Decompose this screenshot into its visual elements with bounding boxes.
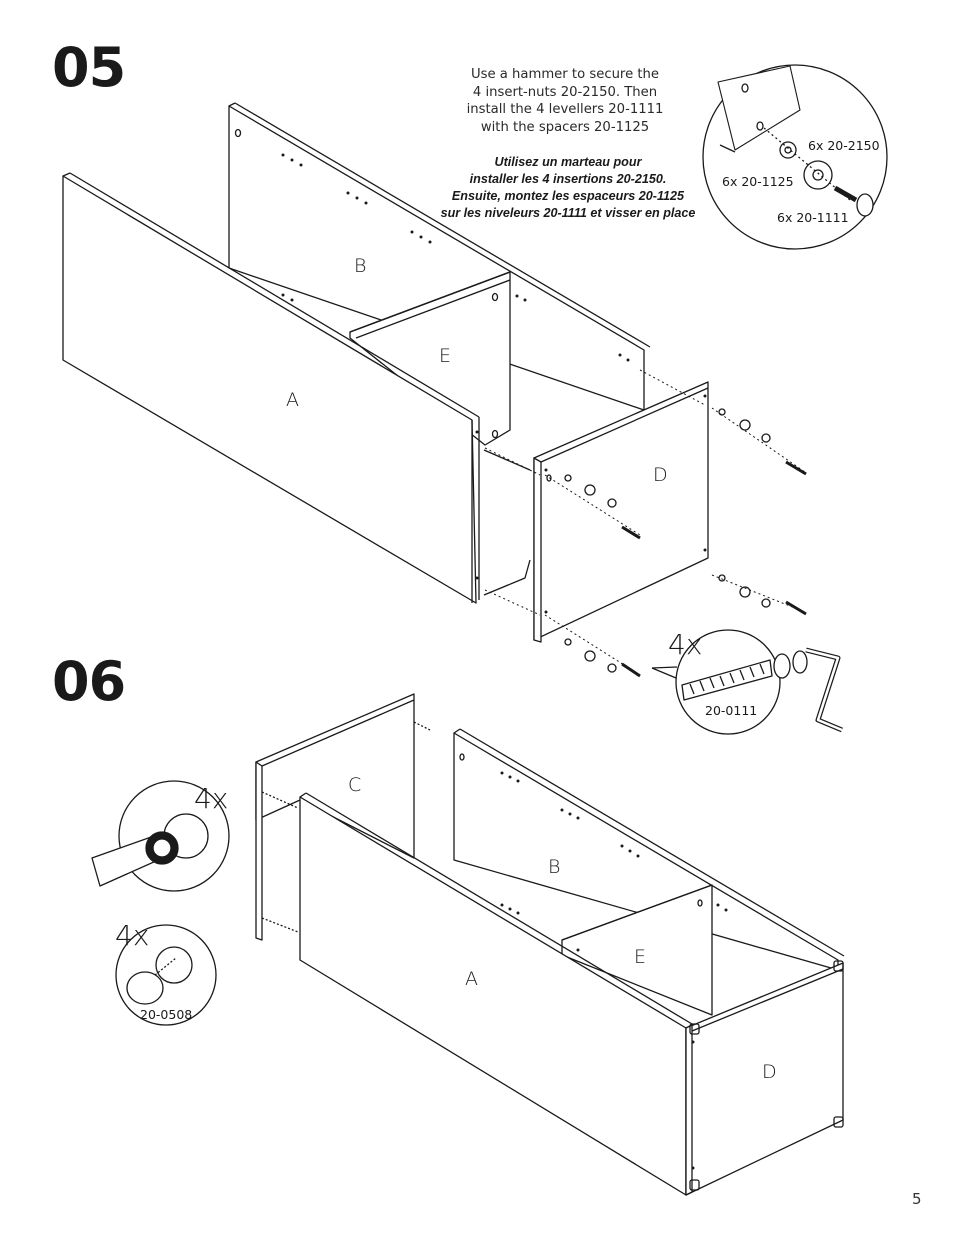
panel-d-step5 (533, 381, 709, 643)
cam-lock-detail (91, 780, 230, 892)
part-label-spacer: 6x 20-1125 (722, 174, 794, 189)
panel-a-step5 (62, 172, 480, 604)
label-panel-c: C (348, 774, 361, 796)
label-panel-d: D (653, 464, 668, 486)
instruction-line: with the spacers 20-1125 (480, 119, 650, 135)
cap-detail (115, 924, 217, 1026)
panel-e-step5 (349, 271, 511, 446)
cam-lock-quantity: 4x (194, 782, 228, 815)
part-label-leveller: 6x 20-1111 (777, 210, 849, 225)
step-number-05: 05 (52, 36, 126, 99)
instructions-french: Utilisez un marteau pour installer les 4… (432, 154, 704, 222)
label-panel-e: E (634, 946, 646, 968)
instruction-line: install the 4 levellers 20-1111 (466, 102, 664, 117)
leveller-feet (689, 960, 844, 1191)
step-number-06: 06 (52, 650, 126, 713)
label-panel-b: B (354, 255, 366, 277)
instruction-line: 4 insert-nuts 20-2150. Then (472, 84, 658, 100)
panel-e-step6 (561, 884, 713, 1016)
part-label-insert-nut: 6x 20-2150 (808, 138, 880, 153)
panel-c-step6 (255, 693, 415, 941)
panel-d-step6 (685, 962, 844, 1196)
leveller-detail-circle (702, 64, 888, 250)
cap-part-number: 20-0508 (140, 1007, 192, 1022)
instructions-english: Use a hammer to secure the 4 insert-nuts… (440, 66, 690, 136)
cam-bolt-detail (651, 629, 843, 735)
label-panel-e: E (439, 345, 451, 367)
label-panel-d: D (762, 1061, 777, 1083)
instruction-line: sur les niveleurs 20-1111 et visser en p… (440, 206, 696, 220)
instruction-line: Ensuite, montez les espaceurs 20-1125 (451, 189, 685, 203)
hardware-cluster (564, 408, 807, 678)
cap-quantity: 4x (115, 919, 149, 952)
cam-bolt-part-number: 20-0111 (705, 703, 757, 718)
instruction-line: Use a hammer to secure the (470, 67, 660, 82)
label-panel-b: B (548, 856, 560, 878)
instruction-line: installer les 4 insertions 20-2150. (469, 172, 667, 186)
page-number: 5 (912, 1190, 922, 1208)
cam-bolt-quantity: 4x (668, 628, 702, 661)
instruction-line: Utilisez un marteau pour (494, 155, 642, 169)
label-panel-a: A (465, 968, 478, 990)
label-panel-a: A (286, 389, 299, 411)
